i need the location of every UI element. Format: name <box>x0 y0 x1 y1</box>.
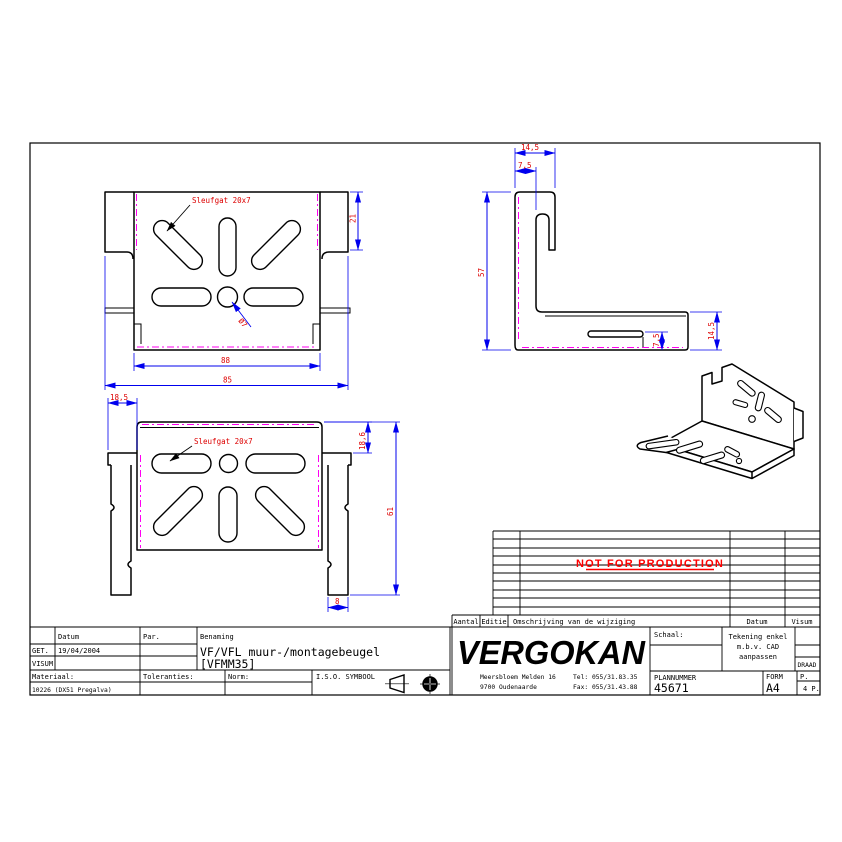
address-line2: 9700 Oudenaarde <box>480 684 537 691</box>
schaal-label: Schaal: <box>654 631 684 639</box>
not-for-production-watermark: NOT FOR PRODUCTION <box>576 558 724 570</box>
plannummer-value: 45671 <box>654 681 689 695</box>
iso-symbool-label: I.S.O. SYMBOOL <box>316 673 375 681</box>
front-dim-flap-height: 21 <box>349 214 358 223</box>
draad-label: DRAAD <box>798 662 817 669</box>
page-count: 4 P. <box>803 685 820 693</box>
side-dim-hook-depth: 14,5 <box>521 143 539 152</box>
get-date: 19/04/2004 <box>58 647 100 655</box>
rev-col-datum: Datum <box>746 618 767 626</box>
materiaal-label: Materiaal: <box>32 673 74 681</box>
page-label: P. <box>800 673 808 681</box>
front-hole-label: Ø7 <box>236 317 249 330</box>
rev-col-omschrijving: Omschrijving van de wijziging <box>513 618 635 626</box>
cad-note-line2: m.b.v. CAD <box>737 643 779 651</box>
front-slot-label: Sleufgat 20x7 <box>192 196 251 205</box>
sheet-frame <box>29 142 821 696</box>
visum-label: VISUM <box>32 660 53 668</box>
revision-table: Aantal Editie Omschrijving van de wijzig… <box>30 530 820 695</box>
front-view: Sleufgat 20x7 Ø7 88 85 21 <box>104 191 363 390</box>
form-label: FORM <box>766 673 783 681</box>
benaming-label: Benaming <box>200 633 234 641</box>
toleranties-label: Toleranties: <box>143 673 194 681</box>
cad-note-line1: Tekening enkel <box>728 633 787 641</box>
plannummer-label: PLANNUMMER <box>654 674 697 682</box>
side-view: 14,5 7,5 57 14,5 7,5 <box>477 143 722 351</box>
side-dim-height: 57 <box>477 268 486 277</box>
par-label: Par. <box>143 633 160 641</box>
title-block-right: VERGOKAN Meersbloem Melden 16 9700 Ouden… <box>457 627 820 695</box>
rev-col-aantal: Aantal <box>453 618 478 626</box>
tel: Tel: 055/31.83.35 <box>573 674 638 681</box>
rev-col-editie: Editie <box>481 618 506 626</box>
bottom-dim-edge-offset: 18,6 <box>358 431 367 450</box>
vergokan-logo: VERGOKAN <box>457 634 646 671</box>
cad-note-line3: aanpassen <box>739 653 777 661</box>
get-label: GET. <box>32 647 49 655</box>
bottom-dim-total-height: 61 <box>386 507 395 516</box>
part-name-line1: VF/VFL muur-/montagebeugel <box>200 645 380 659</box>
bottom-slot-label: Sleufgat 20x7 <box>194 437 253 446</box>
bottom-view: Sleufgat 20x7 18,5 18,6 61 8 <box>107 393 400 612</box>
side-dim-arm-height: 14,5 <box>707 322 716 340</box>
materiaal-value: 10226 (DX51 Pregalva) <box>32 687 112 694</box>
bottom-dim-wing-width: 18,5 <box>110 393 128 402</box>
side-dim-tab-height: 7,5 <box>652 333 661 347</box>
front-dim-plate-width: 88 <box>221 356 231 365</box>
title-block-left: Datum Par. Benaming GET. 19/04/2004 VISU… <box>30 627 451 695</box>
bottom-dim-leg-width: 8 <box>335 597 340 606</box>
form-value: A4 <box>766 681 780 695</box>
norm-label: Norm: <box>228 673 249 681</box>
address-line1: Meersbloem Melden 16 <box>480 674 556 681</box>
isometric-view <box>636 363 804 480</box>
iso-projection-symbol-icon <box>385 674 440 694</box>
fax: Fax: 055/31.43.88 <box>573 684 638 691</box>
part-name-line2: [VFMM35] <box>200 657 255 671</box>
rev-col-visum: Visum <box>791 618 812 626</box>
front-dim-overall-width: 85 <box>223 376 232 385</box>
side-dim-fold-gap: 7,5 <box>518 161 532 170</box>
datum-label: Datum <box>58 633 79 641</box>
